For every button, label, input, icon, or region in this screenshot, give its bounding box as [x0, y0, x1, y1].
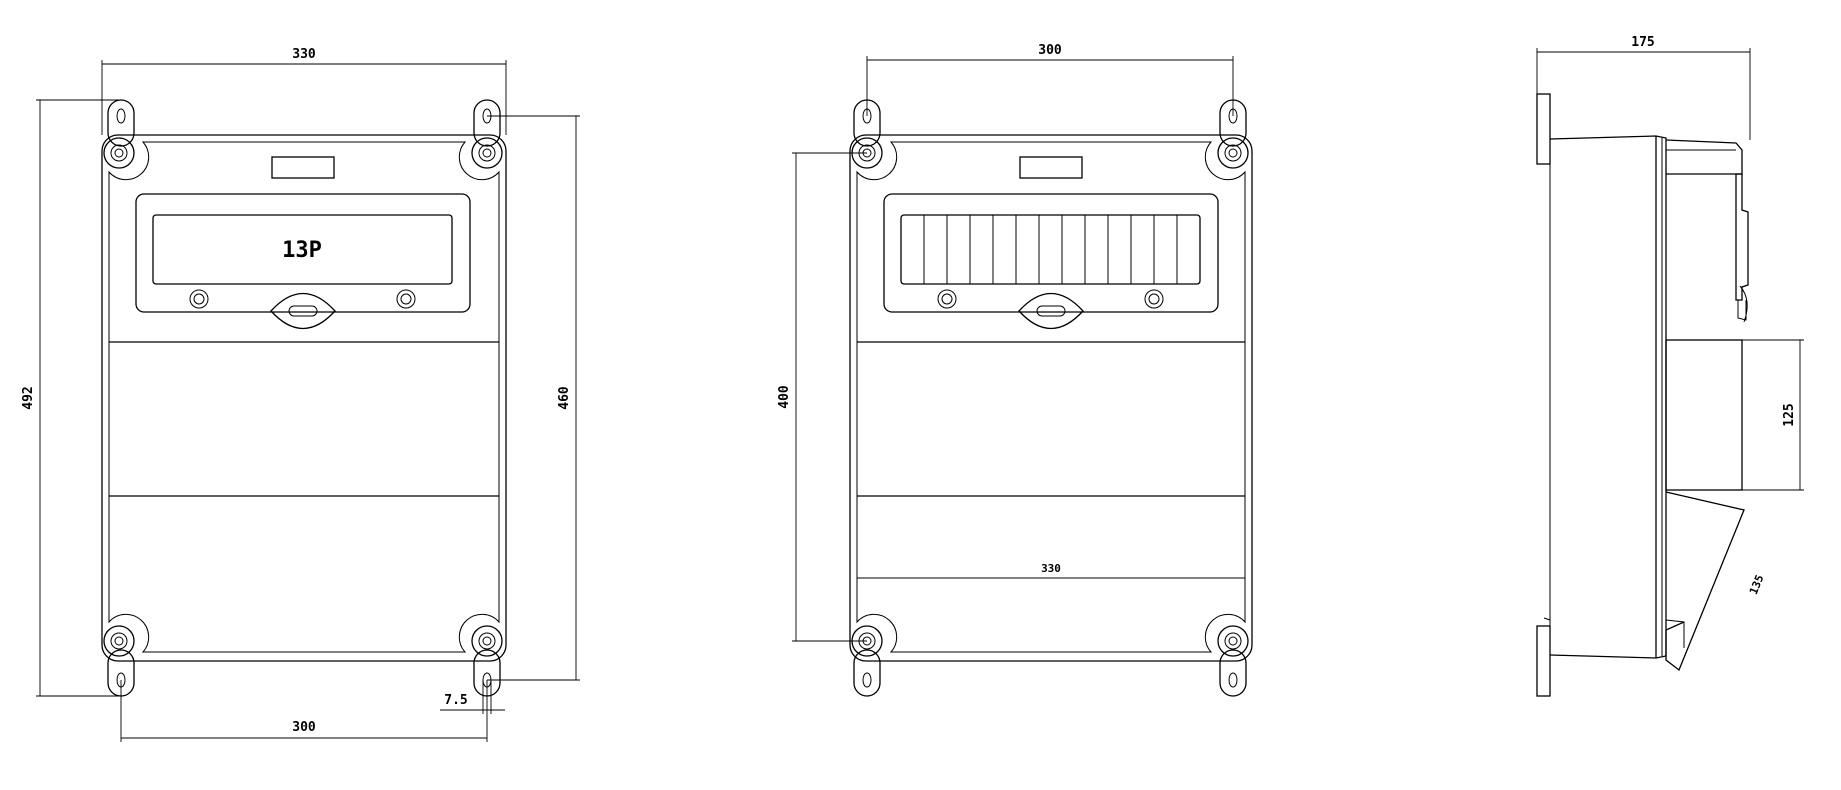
second-mounting-ears: [853, 99, 1247, 697]
second-enclosure-inner: [856, 141, 1246, 653]
side-dim-depth-175: 175: [1631, 35, 1654, 50]
side-dim-box-125: 125: [1782, 403, 1797, 426]
front-latch-icon: [270, 292, 336, 330]
side-body: [1549, 135, 1667, 659]
front-dim-spacing-300: 300: [292, 720, 316, 735]
front-label-text: 13P: [282, 238, 322, 263]
front-enclosure-outer: [101, 134, 507, 662]
second-dimension-lines: [792, 56, 1245, 642]
second-breaker-dividers: [923, 215, 1178, 284]
side-dim-box-135: 135: [1747, 573, 1766, 596]
front-dim-width-330: 330: [292, 47, 316, 62]
front-window-screws: [189, 289, 416, 309]
side-dimension-lines: [1536, 48, 1804, 491]
front-window-glass: [152, 214, 453, 285]
second-screw-bosses: [851, 137, 1249, 657]
front-dim-height-460: 460: [557, 386, 572, 410]
front-view: 13P: [21, 47, 580, 742]
front-dim-slot-7-5: 7.5: [444, 693, 467, 708]
side-angled-box: [1665, 491, 1745, 672]
second-dim-spacing-300: 300: [1038, 43, 1062, 58]
second-view: 300 400 330: [777, 43, 1253, 697]
side-latch: [1735, 173, 1749, 301]
second-dim-width-330: 330: [1041, 562, 1061, 575]
second-dim-height-400: 400: [777, 385, 792, 409]
second-window-frame: [883, 193, 1219, 313]
second-label-slot: [1019, 156, 1083, 179]
second-enclosure-outer: [849, 134, 1253, 662]
front-dim-height-492: 492: [21, 386, 36, 409]
second-latch-icon: [1018, 292, 1084, 330]
second-breaker-strip: [900, 214, 1201, 285]
side-top-cover: [1665, 139, 1743, 175]
side-flange-top: [1536, 93, 1551, 165]
front-mounting-ears: [107, 99, 501, 697]
front-dimension-lines: [36, 60, 580, 742]
second-window-screws: [937, 289, 1164, 309]
side-flange-bottom: [1536, 625, 1551, 697]
side-view: 175 125 135: [1536, 35, 1804, 697]
side-lower-box: [1665, 339, 1743, 491]
front-window-frame: [135, 193, 471, 313]
front-screw-bosses: [103, 137, 503, 657]
front-enclosure-inner: [108, 141, 500, 653]
front-label-slot: [271, 156, 335, 179]
